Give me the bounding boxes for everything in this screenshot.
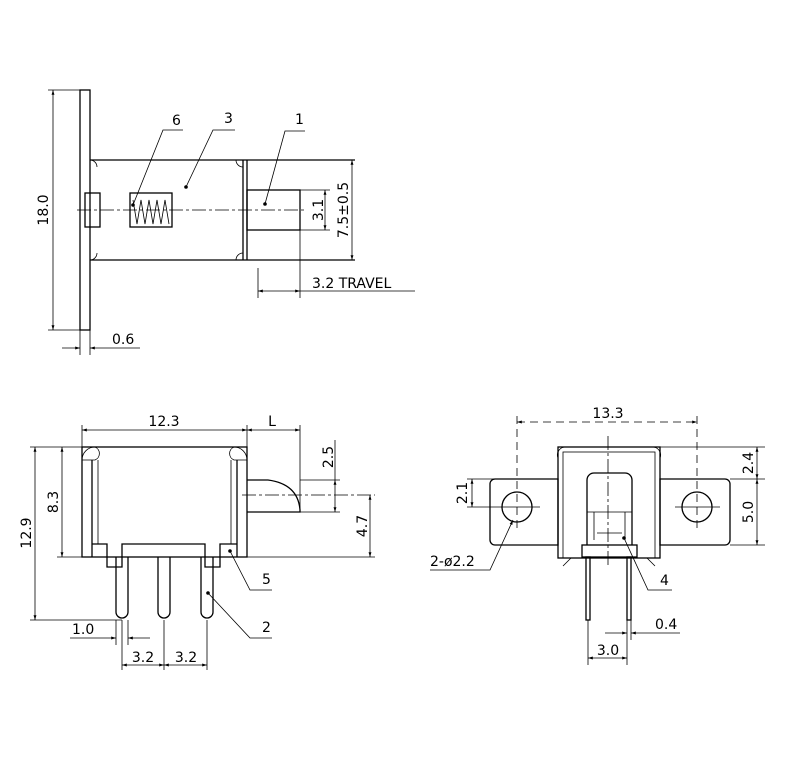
dim-3-0: 3.0 — [597, 643, 619, 659]
side-view: 12.3 L 2.5 4.7 12.9 8.3 1.0 3.2 3.2 5 2 — [19, 414, 375, 670]
top-view: 18.0 0.6 3.1 7.5±0.5 3.2 TRAVEL 6 3 1 — [36, 89, 415, 355]
dim-1-0: 1.0 — [72, 622, 94, 638]
dim-0-6: 0.6 — [112, 332, 134, 348]
left-flange — [489, 478, 559, 546]
right-flange — [659, 478, 731, 546]
dim-7-5: 7.5±0.5 — [336, 182, 352, 238]
spring — [132, 199, 170, 225]
side-actuator — [247, 479, 301, 513]
dim-travel: 3.2 TRAVEL — [312, 276, 392, 292]
pins — [115, 557, 214, 619]
dim-3-2-b: 3.2 — [175, 650, 197, 666]
dim-3-1: 3.1 — [311, 199, 327, 221]
dim-4-7: 4.7 — [355, 515, 371, 537]
dim-8-3: 8.3 — [46, 491, 62, 513]
callout-2: 2 — [262, 620, 271, 636]
callout-5: 5 — [262, 572, 271, 588]
front-pin-right — [626, 556, 632, 621]
dim-0-4: 0.4 — [655, 617, 677, 633]
dim-18: 18.0 — [36, 194, 52, 225]
side-body — [81, 446, 248, 558]
dim-3-2-a: 3.2 — [132, 650, 154, 666]
dim-2-4: 2.4 — [741, 452, 757, 474]
dim-12-9: 12.9 — [19, 517, 35, 548]
callout-1: 1 — [295, 112, 304, 128]
callout-4: 4 — [660, 573, 669, 589]
callout-3: 3 — [224, 111, 233, 127]
callout-6: 6 — [172, 113, 181, 129]
dim-13-3: 13.3 — [592, 406, 623, 422]
dim-5-0: 5.0 — [741, 501, 757, 523]
front-view: 13.3 2.4 5.0 2.1 2-ø2.2 4 0.4 3.0 — [430, 406, 765, 665]
dim-2-5: 2.5 — [321, 446, 337, 468]
front-actuator — [586, 472, 633, 545]
dim-12-3: 12.3 — [148, 414, 179, 430]
front-body — [557, 446, 661, 559]
dim-2-1: 2.1 — [455, 482, 471, 504]
dim-L: L — [268, 414, 276, 430]
front-pin-left — [585, 556, 591, 621]
dim-holes: 2-ø2.2 — [430, 554, 475, 570]
